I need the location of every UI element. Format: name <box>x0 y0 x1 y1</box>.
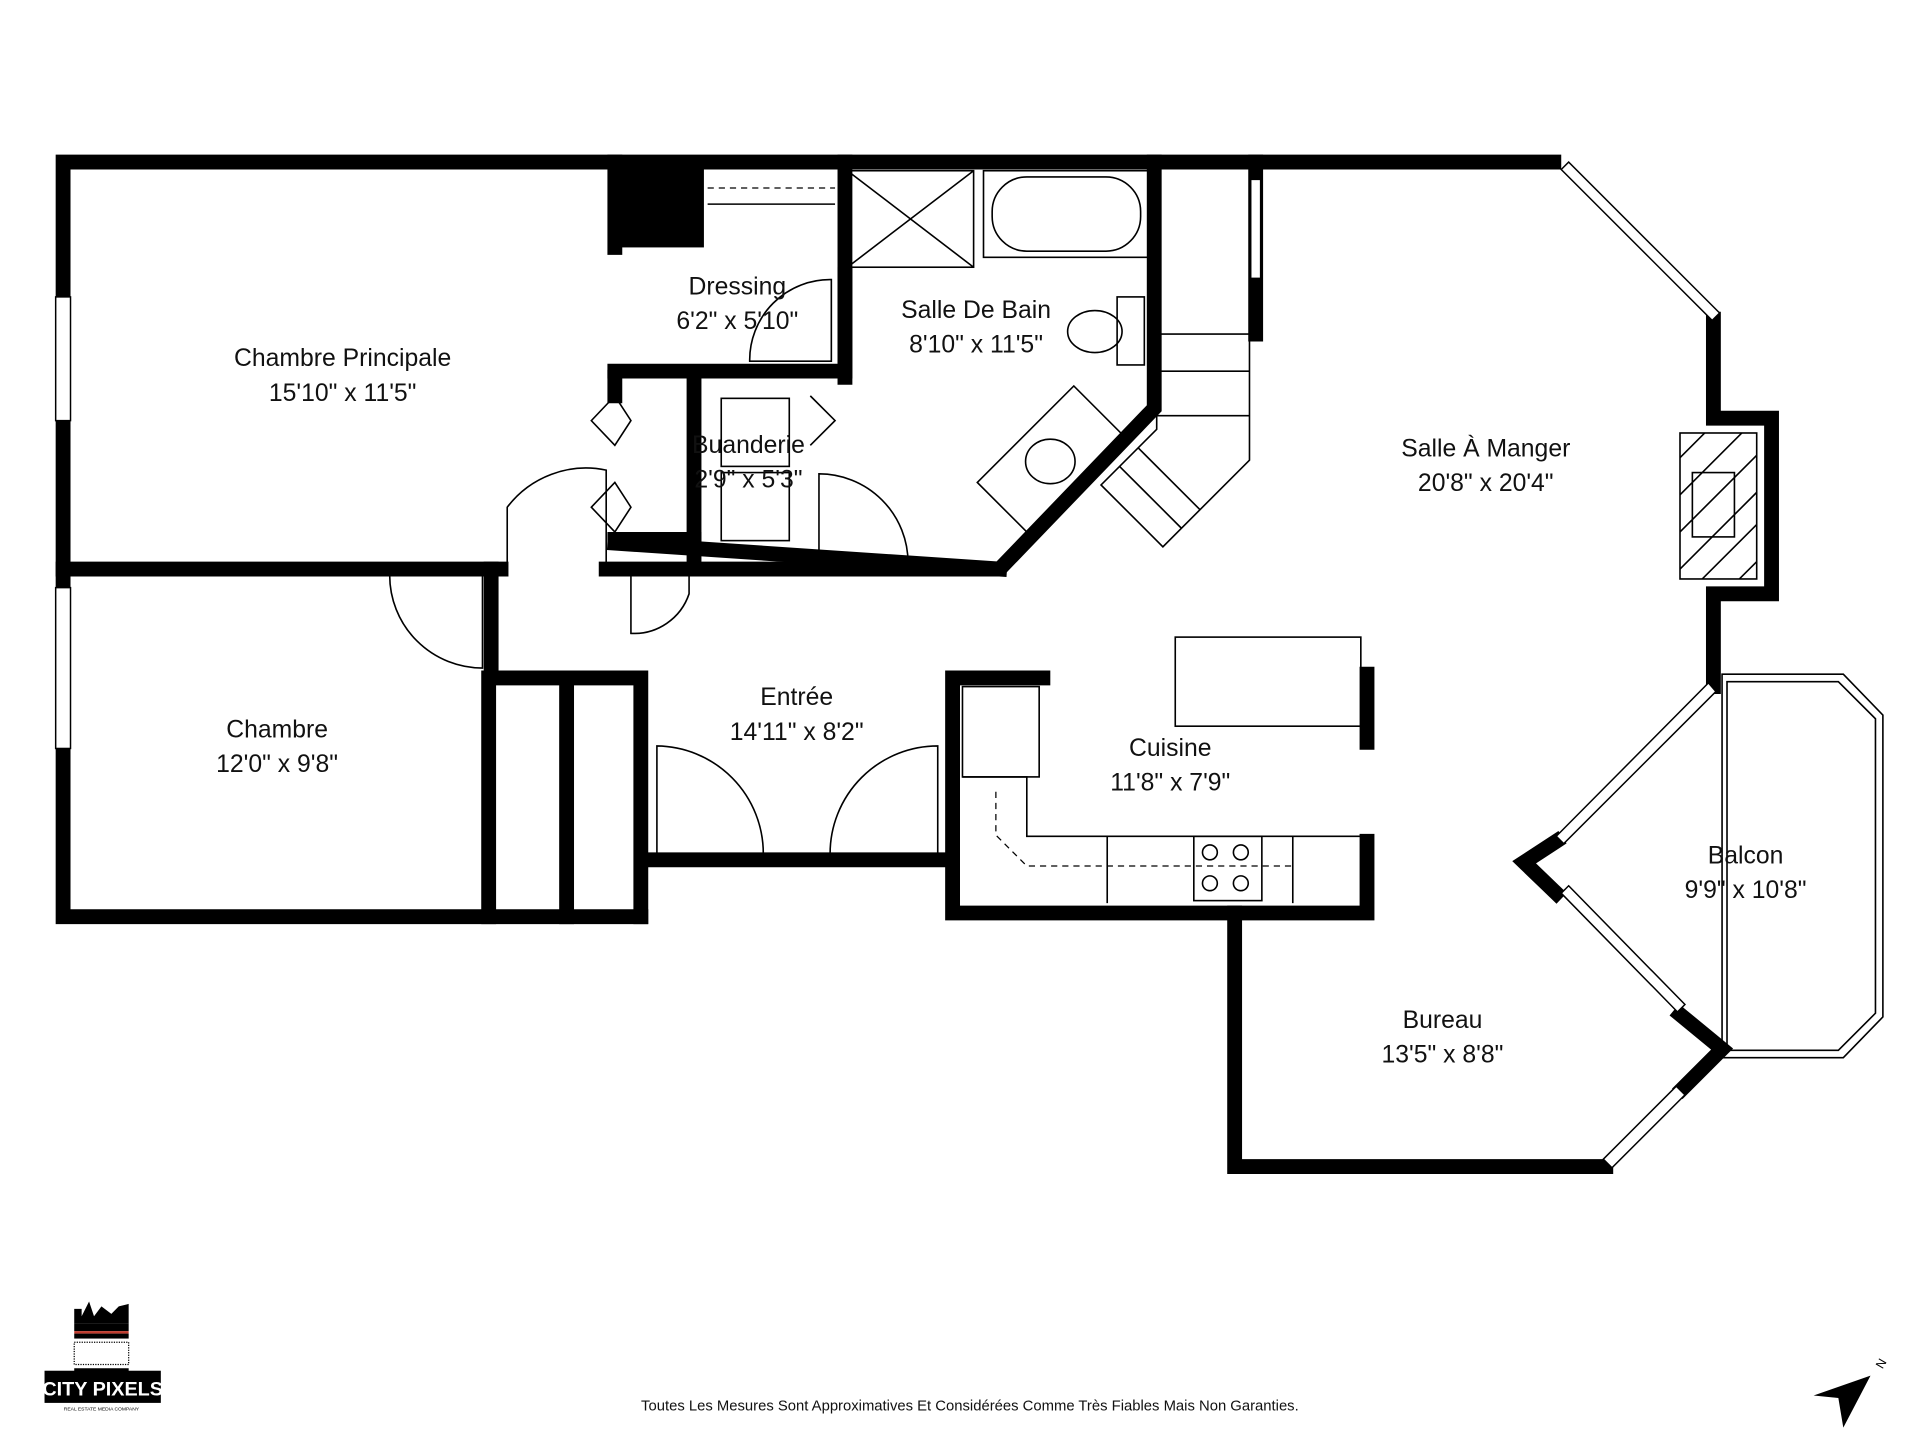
room-name: Salle À Manger <box>1401 435 1570 462</box>
room-name: Bureau <box>1403 1007 1483 1034</box>
city-pixels-logo: CITY PIXELS REAL ESTATE MEDIA COMPANY <box>42 1301 163 1412</box>
room-size: 6'2" x 5'10" <box>676 308 798 335</box>
balcony-outline <box>1721 673 1884 1059</box>
walls <box>54 154 1779 1175</box>
room-name: Cuisine <box>1129 735 1212 762</box>
logo-name: CITY PIXELS <box>42 1378 163 1400</box>
room-name: Dressing <box>689 273 787 300</box>
room-size: 11'8" x 7'9" <box>1110 770 1230 797</box>
room-name: Balcon <box>1708 843 1784 870</box>
room-labels: Chambre Principale 15'10" x 11'5" Dressi… <box>216 273 1806 1068</box>
room-name: Chambre Principale <box>234 345 451 372</box>
room-size: 14'11" x 8'2" <box>730 719 864 746</box>
north-label: N <box>1873 1356 1890 1371</box>
room-size: 15'10" x 11'5" <box>269 380 417 407</box>
room-size: 13'5" x 8'8" <box>1382 1042 1504 1069</box>
windows <box>1249 161 1721 1169</box>
room-size: 8'10" x 11'5" <box>909 332 1043 359</box>
north-arrow-icon: N <box>1813 1356 1890 1428</box>
room-name: Entrée <box>760 684 833 711</box>
disclaimer: Toutes Les Mesures Sont Approximatives E… <box>641 1398 1299 1414</box>
doors <box>388 278 939 854</box>
room-name: Chambre <box>226 716 328 743</box>
room-size: 20'8" x 20'4" <box>1418 470 1554 497</box>
logo-tagline: REAL ESTATE MEDIA COMPANY <box>64 1406 140 1412</box>
fixtures <box>707 169 1758 904</box>
room-name: Salle De Bain <box>901 297 1051 324</box>
room-size: 9'9" x 10'8" <box>1685 877 1807 904</box>
room-name: Buanderie <box>692 432 805 459</box>
room-size: 12'0" x 9'8" <box>216 751 338 778</box>
room-size: 2'9" x 5'3" <box>694 466 802 493</box>
